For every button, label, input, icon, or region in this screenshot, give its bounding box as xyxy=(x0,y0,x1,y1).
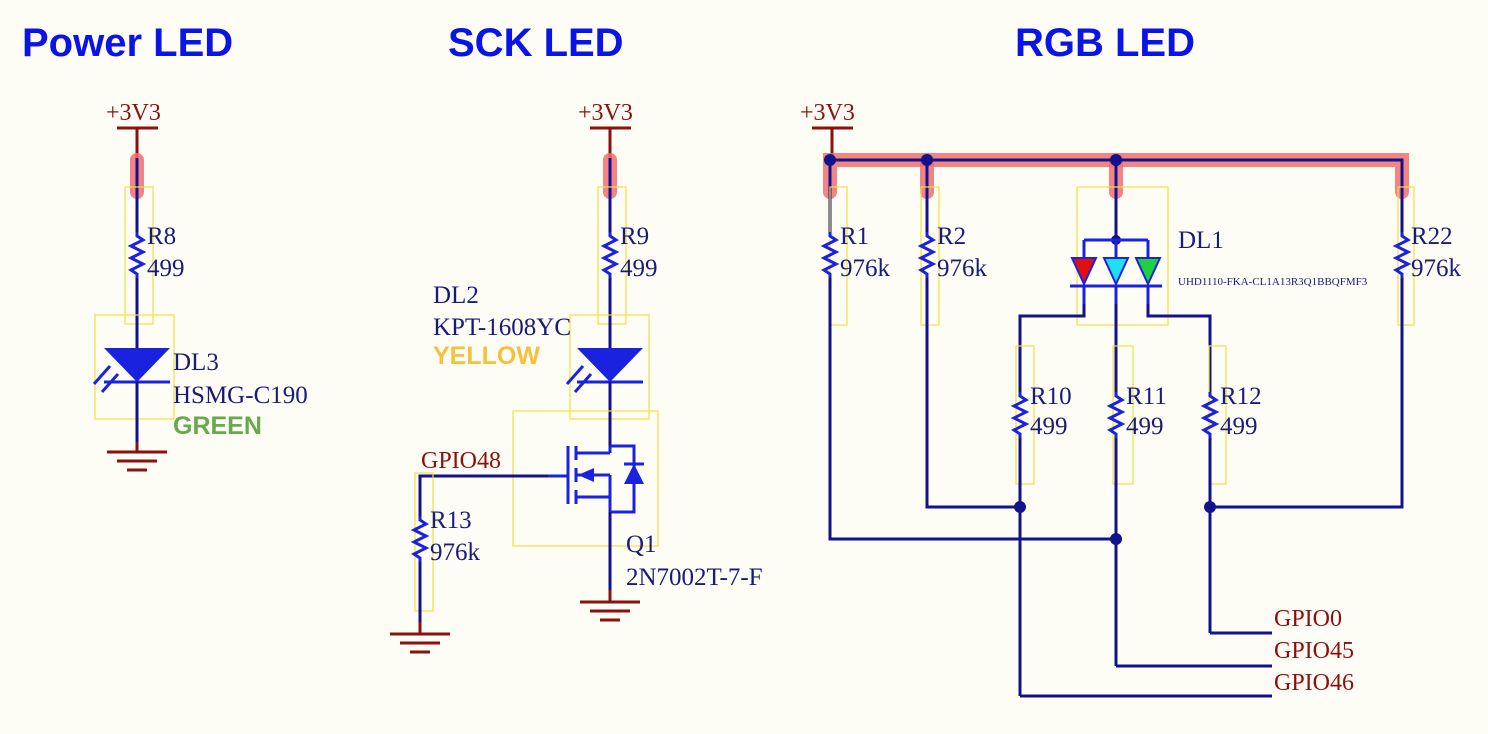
body-diode-triangle xyxy=(624,464,644,484)
led-triangle xyxy=(577,348,643,382)
led-dl2[interactable]: DL2 KPT-1608YC YELLOW xyxy=(433,282,650,420)
resistor-r10[interactable]: R10 499 xyxy=(1010,345,1072,485)
resistor-r22[interactable]: R22 976k xyxy=(1392,186,1462,326)
net-label-gpio45: GPIO45 xyxy=(1274,638,1354,664)
resistor-zigzag xyxy=(1392,232,1412,278)
resistor-zigzag xyxy=(410,516,430,562)
power-port-label: +3V3 xyxy=(106,100,161,126)
dl1-ref: DL1 xyxy=(1178,227,1224,254)
junction-dot xyxy=(921,154,933,166)
r12-ref: R12 xyxy=(1220,383,1262,410)
led-emission-arrow xyxy=(565,365,585,385)
resistor-r13[interactable]: R13 976k xyxy=(410,472,481,612)
resistor-r12[interactable]: R12 499 xyxy=(1200,345,1262,485)
net-label-gpio46: GPIO46 xyxy=(1274,670,1354,696)
selection-box xyxy=(1015,345,1035,485)
wire xyxy=(925,278,1020,509)
net-label-gpio48: GPIO48 xyxy=(421,448,501,474)
junction-dot xyxy=(1110,154,1122,166)
power-led-section: +3V3 R8 499 DL3 HSMG-C190 GREEN xyxy=(92,100,308,472)
r9-value: 499 xyxy=(620,255,658,282)
mosfet-q1[interactable]: Q1 2N7002T-7-F xyxy=(512,410,763,591)
dl2-color-label: YELLOW xyxy=(433,342,540,370)
sck-led-section: +3V3 R9 499 DL2 KPT-1608YC YELLOW xyxy=(390,100,763,654)
junction-dot xyxy=(824,154,836,166)
ground-symbol xyxy=(390,622,450,654)
led-emission-arrow xyxy=(92,365,112,385)
resistor-r2[interactable]: R2 976k xyxy=(917,186,988,326)
resistor-zigzag xyxy=(1010,392,1030,438)
resistor-zigzag xyxy=(917,232,937,278)
junction-dot xyxy=(1014,501,1026,513)
r22-value: 976k xyxy=(1411,255,1462,282)
ground-symbol xyxy=(107,442,167,472)
wire xyxy=(828,278,1116,541)
junction-dot xyxy=(1204,501,1216,513)
led-emission-arrow xyxy=(573,373,593,393)
body-arrow xyxy=(578,468,594,482)
resistor-zigzag xyxy=(1106,392,1126,438)
led-emission-arrow xyxy=(100,373,120,393)
dl3-value: HSMG-C190 xyxy=(173,382,308,409)
r13-value: 976k xyxy=(430,539,481,566)
r13-ref: R13 xyxy=(430,507,472,534)
resistor-r11[interactable]: R11 499 xyxy=(1106,345,1167,485)
led-dl3[interactable]: DL3 HSMG-C190 GREEN xyxy=(92,314,308,440)
resistor-r9[interactable]: R9 499 xyxy=(597,186,658,325)
ground-symbol xyxy=(580,590,640,622)
title-rgb-led: RGB LED xyxy=(1015,21,1195,65)
power-port-label: +3V3 xyxy=(800,100,855,126)
r10-value: 499 xyxy=(1030,413,1068,440)
dl3-ref: DL3 xyxy=(173,349,219,376)
dl1-value: UHD1110-FKA-CL1A13R3Q1BBQFMF3 xyxy=(1178,276,1368,288)
resistor-zigzag xyxy=(1200,392,1220,438)
r2-ref: R2 xyxy=(937,223,966,250)
r11-value: 499 xyxy=(1126,413,1164,440)
resistor-zigzag xyxy=(600,232,620,278)
wire xyxy=(1018,304,1086,392)
resistor-r8[interactable]: R8 499 xyxy=(124,186,185,325)
selection-box xyxy=(1076,186,1169,326)
net-label-gpio0: GPIO0 xyxy=(1274,606,1342,632)
resistor-zigzag xyxy=(127,232,147,278)
r8-value: 499 xyxy=(147,255,185,282)
rgb-led-section: +3V3 R1 976k R2 976k R22 xyxy=(800,100,1462,698)
selection-box xyxy=(124,186,154,325)
r1-value: 976k xyxy=(840,255,891,282)
wire xyxy=(1210,278,1404,509)
selection-box xyxy=(94,314,175,420)
resistor-zigzag xyxy=(820,232,840,278)
q1-value: 2N7002T-7-F xyxy=(626,564,763,591)
junction-dot xyxy=(1110,533,1122,545)
q1-ref: Q1 xyxy=(626,531,657,558)
r11-ref: R11 xyxy=(1126,383,1167,410)
r2-value: 976k xyxy=(937,255,988,282)
led-dl1[interactable]: DL1 UHD1110-FKA-CL1A13R3Q1BBQFMF3 xyxy=(1070,186,1368,326)
selection-box xyxy=(512,410,659,547)
resistor-r1[interactable]: R1 976k xyxy=(820,186,891,326)
dl3-color-label: GREEN xyxy=(173,412,262,440)
r9-ref: R9 xyxy=(620,223,649,250)
led-red-triangle xyxy=(1070,257,1098,287)
r1-ref: R1 xyxy=(840,223,869,250)
dl2-ref: DL2 xyxy=(433,282,479,309)
title-power-led: Power LED xyxy=(22,21,233,65)
dl2-value: KPT-1608YC xyxy=(433,314,571,341)
led-triangle xyxy=(104,348,170,382)
selection-box xyxy=(597,186,627,325)
wire xyxy=(1146,304,1212,392)
led-blue-triangle xyxy=(1102,257,1130,287)
power-port-label: +3V3 xyxy=(578,100,633,126)
title-sck-led: SCK LED xyxy=(448,21,624,65)
r10-ref: R10 xyxy=(1030,383,1072,410)
led-green-triangle xyxy=(1134,257,1162,287)
wire-gate xyxy=(418,474,548,516)
selection-box xyxy=(920,186,940,326)
r12-value: 499 xyxy=(1220,413,1258,440)
r8-ref: R8 xyxy=(147,223,176,250)
r22-ref: R22 xyxy=(1411,223,1453,250)
